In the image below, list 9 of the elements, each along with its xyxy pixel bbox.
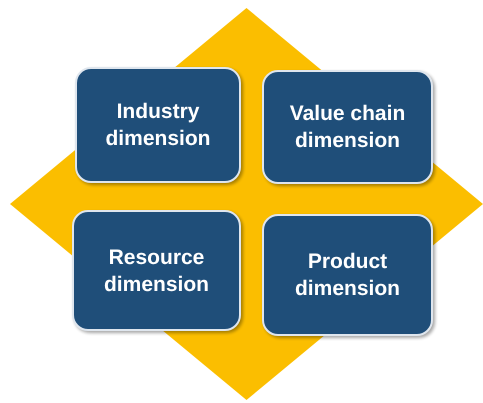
- dimension-box: [75, 67, 241, 183]
- box-label: Product dimension: [294, 249, 401, 302]
- box-label: Industry dimension: [104, 99, 212, 152]
- dimension-box: [262, 214, 433, 336]
- box-label: Resource dimension: [102, 244, 210, 298]
- box-label: Value chain dimension: [288, 101, 406, 154]
- dimension-box: [72, 210, 241, 331]
- diamond-background: [10, 8, 483, 400]
- dimension-box: [262, 70, 433, 184]
